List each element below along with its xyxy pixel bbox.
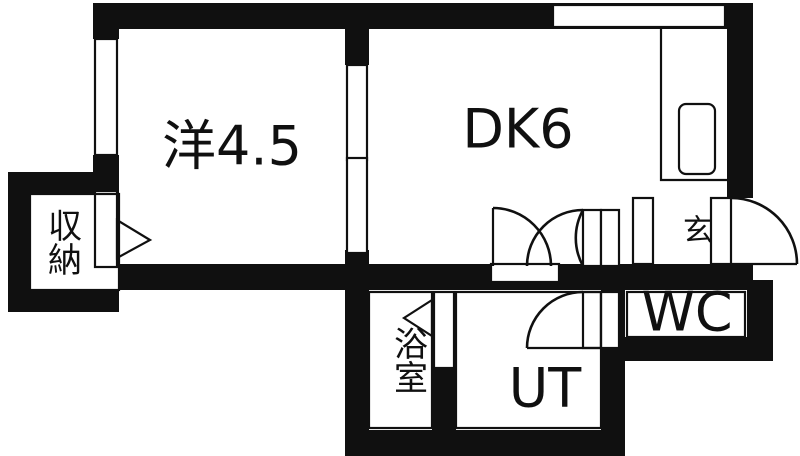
room-ut-area — [456, 290, 601, 430]
label-closet: 収納 — [42, 208, 82, 276]
label-washitsu: 洋4.5 — [162, 115, 302, 178]
bath-outline — [367, 290, 434, 430]
wc-outline — [625, 290, 747, 339]
window-top-right — [551, 3, 727, 29]
closet-door — [93, 189, 153, 269]
label-bath: 浴室 — [388, 326, 428, 394]
room-washitsu-area — [119, 29, 345, 264]
room-interiors — [30, 29, 747, 430]
ut-door — [525, 290, 621, 350]
shoe-box — [677, 102, 717, 176]
openings — [28, 3, 799, 430]
room-wc-area — [625, 290, 747, 337]
shoe-closet-outline — [659, 29, 727, 182]
hall-door — [525, 208, 621, 268]
label-dk: DK6 — [462, 98, 573, 161]
closet-outline — [28, 192, 121, 292]
label-ut: UT — [509, 357, 583, 420]
room-bath-area — [369, 290, 432, 430]
dk-door — [489, 206, 561, 284]
ut-outline — [454, 290, 603, 430]
room-labels: 洋4.5 DK6 収納 浴室 UT WC 玄 — [42, 98, 733, 420]
sliding-door-center — [345, 63, 369, 255]
window-left — [93, 37, 119, 157]
label-genkan: 玄 — [683, 214, 713, 249]
label-wc: WC — [641, 281, 732, 344]
entrance-door — [631, 196, 799, 266]
